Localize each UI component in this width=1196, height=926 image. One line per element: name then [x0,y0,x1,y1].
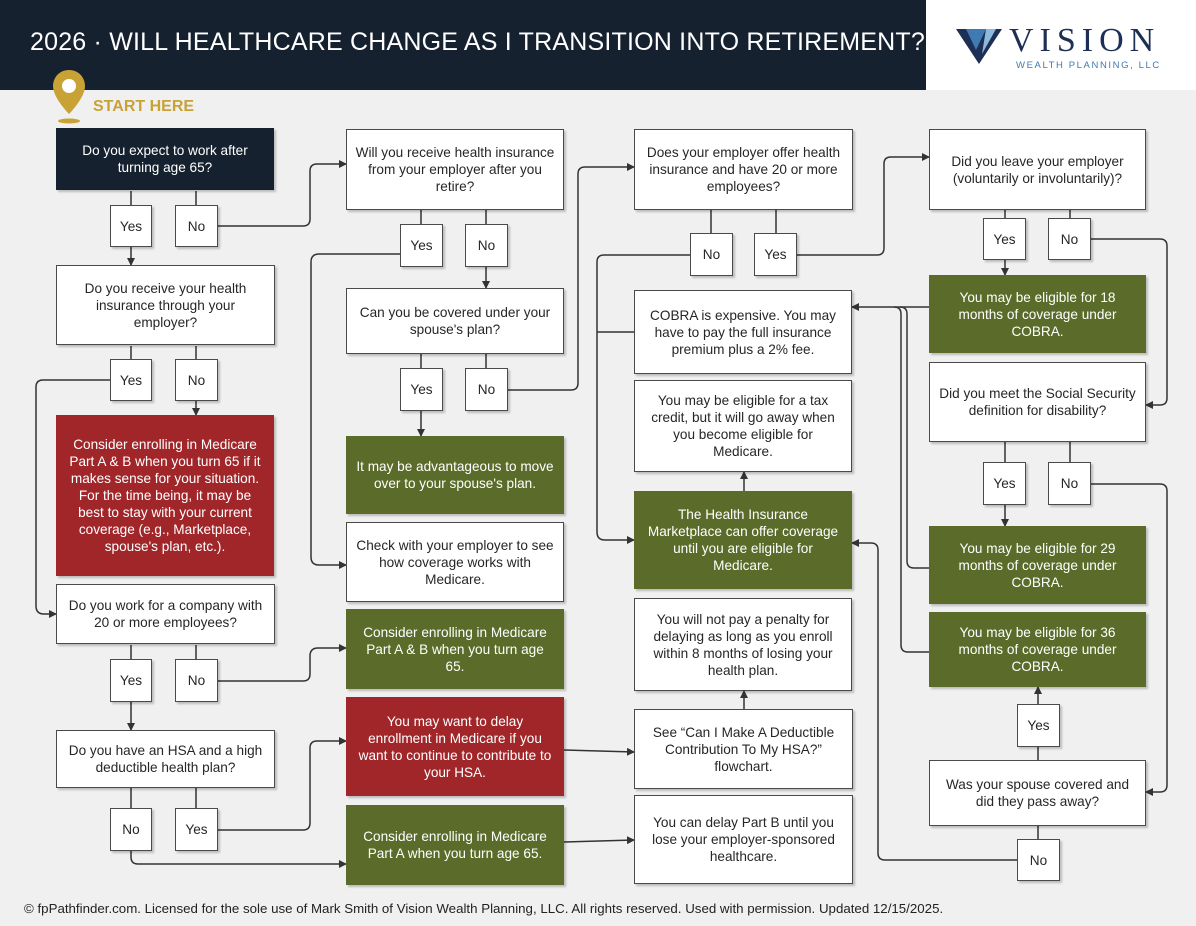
page-title: 2026 · WILL HEALTHCARE CHANGE AS I TRANS… [30,28,925,56]
note-delay-part-b: You can delay Part B until you lose your… [634,795,853,884]
question-ss-disability: Did you meet the Social Security definit… [929,362,1146,442]
answer-yes: Yes [175,808,218,851]
answer-no: No [1017,839,1060,881]
answer-no: No [465,224,508,267]
answer-no: No [465,368,508,411]
answer-yes: Yes [754,233,797,276]
question-work-after-65: Do you expect to work after turning age … [56,128,274,190]
logo: VISION WEALTH PLANNING, LLC [926,0,1196,90]
answer-no: No [110,808,152,851]
logo-name: VISION [1009,22,1161,59]
result-consider-medicare-a-b-at-65: Consider enrolling in Medicare Part A & … [56,415,274,576]
map-pin-icon [53,70,85,124]
result-cobra-18-months: You may be eligible for 18 months of cov… [929,275,1146,353]
footer-copyright: © fpPathfinder.com. Licensed for the sol… [24,901,944,916]
answer-yes: Yes [983,462,1026,505]
answer-no: No [175,205,218,247]
note-tax-credit: You may be eligible for a tax credit, bu… [634,380,852,472]
answer-no: No [175,359,218,401]
question-employer-offers-insurance: Does your employer offer health insuranc… [634,129,853,210]
answer-yes: Yes [983,218,1026,260]
question-insurance-through-employer: Do you receive your health insurance thr… [56,265,275,345]
link-hsa-flowchart[interactable]: See “Can I Make A Deductible Contributio… [634,709,853,789]
result-cobra-36-months: You may be eligible for 36 months of cov… [929,612,1146,687]
note-no-penalty: You will not pay a penalty for delaying … [634,598,852,691]
result-cobra-29-months: You may be eligible for 29 months of cov… [929,526,1146,604]
answer-no: No [1048,218,1091,260]
result-consider-medicare-a-b: Consider enrolling in Medicare Part A & … [346,609,564,689]
answer-yes: Yes [110,359,152,401]
question-spouse-plan: Can you be covered under your spouse's p… [346,288,564,354]
result-consider-medicare-part-a: Consider enrolling in Medicare Part A wh… [346,805,564,885]
answer-no: No [1048,462,1091,505]
start-here-label: START HERE [93,98,195,115]
result-delay-medicare-for-hsa: You may want to delay enrollment in Medi… [346,697,564,796]
logo-subtitle: WEALTH PLANNING, LLC [1016,60,1161,71]
question-company-20-employees: Do you work for a company with 20 or mor… [56,584,275,644]
note-cobra-expensive: COBRA is expensive. You may have to pay … [634,290,852,374]
answer-yes: Yes [400,368,443,411]
question-left-employer: Did you leave your employer (voluntarily… [929,129,1146,210]
question-insurance-after-retire: Will you receive health insurance from y… [346,129,564,210]
answer-yes: Yes [400,224,443,267]
answer-yes: Yes [110,659,152,702]
header-banner: 2026 · WILL HEALTHCARE CHANGE AS I TRANS… [0,0,926,90]
result-check-with-employer: Check with your employer to see how cove… [346,522,564,602]
result-marketplace-coverage: The Health Insurance Marketplace can off… [634,491,852,589]
question-hsa-hdhp: Do you have an HSA and a high deductible… [56,730,275,788]
logo-mark-icon [956,29,1002,64]
answer-no: No [690,233,733,276]
answer-no: No [175,659,218,702]
answer-yes: Yes [110,205,152,247]
question-spouse-passed-away: Was your spouse covered and did they pas… [929,760,1146,826]
answer-yes: Yes [1017,704,1060,747]
result-move-to-spouse-plan: It may be advantageous to move over to y… [346,436,564,514]
